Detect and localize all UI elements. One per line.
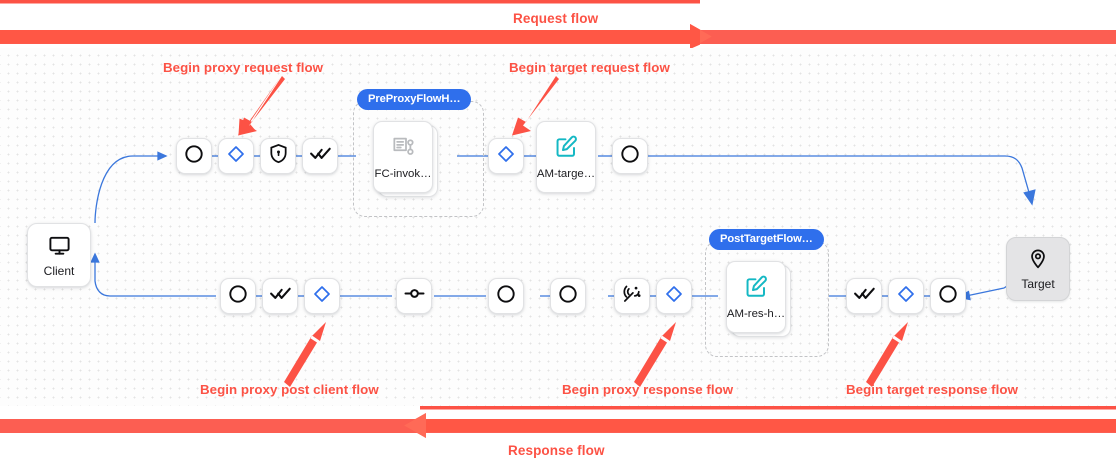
req-endpoint-start-node[interactable]	[176, 138, 212, 174]
req-security-policy-node[interactable]	[260, 138, 296, 174]
flow-canvas[interactable]: Client Target	[0, 48, 1116, 406]
res-endpoint-a-node[interactable]	[488, 278, 524, 314]
begin-proxy-response-flow-label: Begin proxy response flow	[562, 382, 734, 397]
assign-message-icon	[744, 274, 769, 304]
begin-proxy-post-client-flow-label: Begin proxy post client flow	[200, 382, 379, 397]
res-proxy-response-flow-start-node[interactable]	[656, 278, 692, 314]
res-post-client-flow-start-node[interactable]	[304, 278, 340, 314]
req-proxy-flow-start-node[interactable]	[218, 138, 254, 174]
res-target-endpoint-node[interactable]	[930, 278, 966, 314]
line-node-icon	[403, 282, 426, 310]
double-check-icon	[269, 282, 292, 310]
double-check-icon	[309, 142, 332, 170]
am-target-node-label: AM-targe…	[536, 167, 596, 180]
response-flow-banner: Response flow	[0, 406, 1116, 475]
req-endpoint-end-node[interactable]	[612, 138, 648, 174]
begin-proxy-request-flow-arrow-icon	[238, 76, 285, 136]
fc-invoke-node-label: FC-invok…	[374, 167, 432, 180]
blue-diamond-icon	[664, 284, 684, 309]
double-check-icon	[853, 282, 876, 310]
monitor-icon	[48, 234, 71, 262]
post-target-flow-hook-pill[interactable]: PostTargetFlow…	[709, 229, 824, 250]
location-pin-icon	[1027, 248, 1049, 275]
am-res-node-label: AM-res-h…	[726, 307, 786, 320]
request-flow-arrow-icon	[0, 0, 1116, 49]
client-node[interactable]: Client	[27, 223, 91, 287]
req-verify-policy-node[interactable]	[302, 138, 338, 174]
response-flow-banner-label: Response flow	[508, 443, 605, 458]
request-flow-banner: Request flow	[0, 0, 1116, 49]
begin-proxy-request-flow-label: Begin proxy request flow	[163, 60, 324, 75]
res-target-response-flow-start-node[interactable]	[888, 278, 924, 314]
circle-outline-icon	[227, 283, 249, 310]
shield-lock-icon	[268, 143, 289, 169]
circle-outline-icon	[183, 143, 205, 170]
circle-outline-icon	[557, 283, 579, 310]
begin-proxy-response-flow-arrow-icon	[634, 322, 676, 387]
res-endpoint-b-node[interactable]	[550, 278, 586, 314]
circle-outline-icon	[937, 283, 959, 310]
am-target-node[interactable]: AM-targe…	[536, 121, 596, 193]
response-flow-arrow-icon	[0, 406, 1116, 438]
blue-diamond-icon	[312, 284, 332, 309]
req-target-flow-start-node[interactable]	[488, 138, 524, 174]
client-node-label: Client	[43, 263, 75, 278]
antenna-signal-icon	[621, 283, 643, 310]
target-node[interactable]: Target	[1006, 237, 1070, 301]
am-res-node[interactable]: AM-res-h…	[726, 261, 786, 333]
begin-target-response-flow-label: Begin target response flow	[846, 382, 1018, 397]
blue-diamond-icon	[496, 144, 516, 169]
fc-invoke-node[interactable]: FC-invok…	[373, 121, 433, 193]
circle-outline-icon	[619, 143, 641, 170]
begin-target-request-flow-arrow-icon	[512, 76, 559, 136]
begin-proxy-post-client-flow-arrow-icon	[284, 322, 326, 387]
begin-target-response-flow-arrow-icon	[866, 322, 908, 387]
blue-diamond-icon	[896, 284, 916, 309]
pre-proxy-flow-hook-pill[interactable]: PreProxyFlowH…	[357, 89, 472, 110]
begin-target-request-flow-label: Begin target request flow	[509, 60, 670, 75]
circle-outline-icon	[495, 283, 517, 310]
res-broadcast-node[interactable]	[614, 278, 650, 314]
res-connector-node[interactable]	[396, 278, 432, 314]
res-target-verify-node[interactable]	[846, 278, 882, 314]
request-flow-banner-label: Request flow	[513, 11, 599, 26]
blue-diamond-icon	[226, 144, 246, 169]
res-verify-policy-node[interactable]	[262, 278, 298, 314]
target-node-label: Target	[1021, 277, 1055, 291]
flow-callout-icon	[391, 134, 416, 164]
res-endpoint-client-node[interactable]	[220, 278, 256, 314]
assign-message-icon	[554, 134, 579, 164]
